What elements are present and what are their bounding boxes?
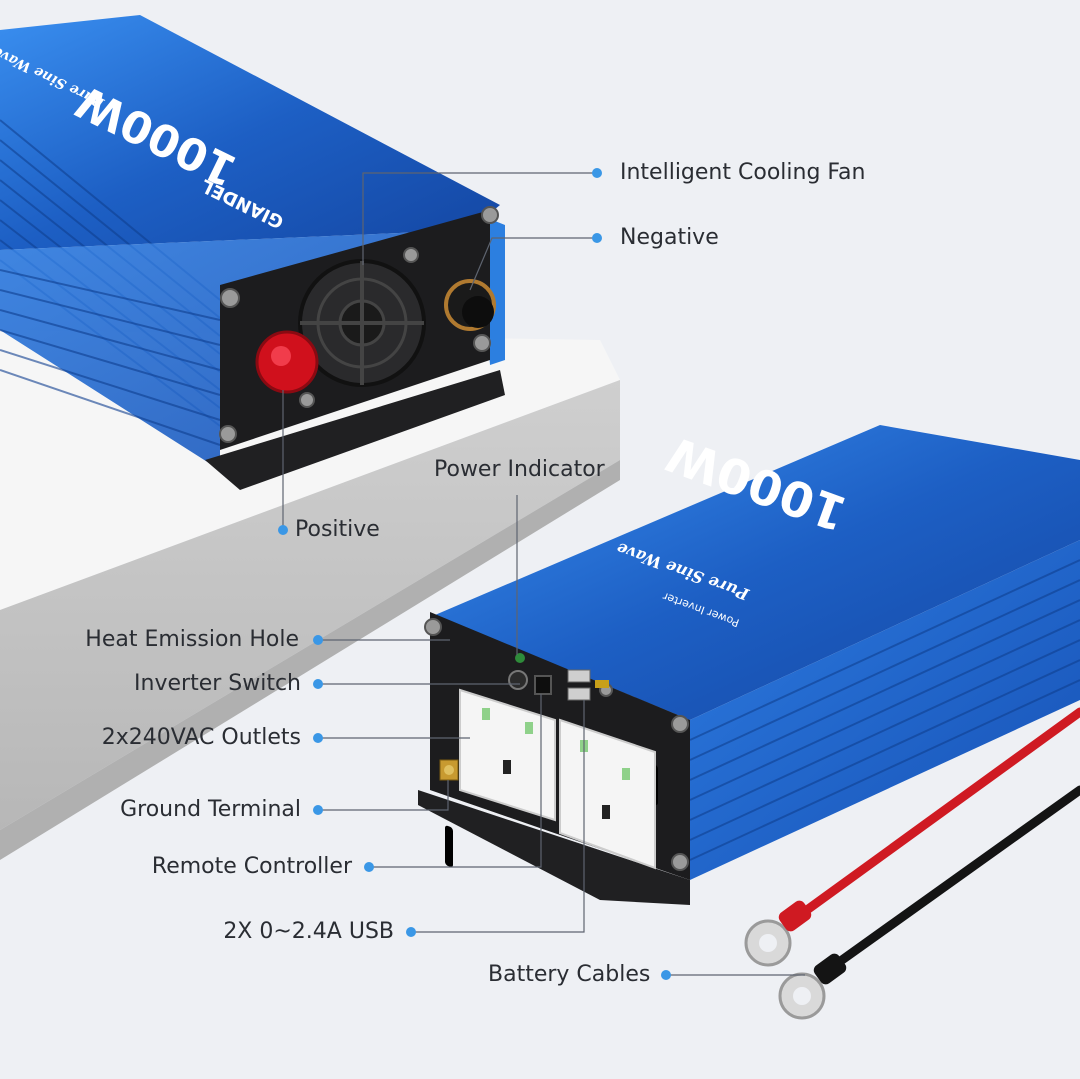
callout-inverter-switch: Inverter Switch xyxy=(134,671,301,696)
callout-battery-cables: Battery Cables xyxy=(488,962,651,987)
callout-heat-emission-hole: Heat Emission Hole xyxy=(85,627,299,652)
remote-port xyxy=(534,675,552,695)
callout-ground-terminal: Ground Terminal xyxy=(120,797,301,822)
fan-icon xyxy=(298,259,426,387)
battery-cables xyxy=(744,707,1080,1020)
ground-terminal xyxy=(439,759,459,781)
callout-power-indicator: Power Indicator xyxy=(434,457,605,482)
callout-outlets: 2x240VAC Outlets xyxy=(101,725,301,750)
callout-positive: Positive xyxy=(295,517,380,542)
negative-terminal xyxy=(444,279,496,331)
callout-remote-controller: Remote Controller xyxy=(151,854,352,879)
positive-terminal xyxy=(255,330,319,394)
usb-port-icon xyxy=(567,669,609,701)
ring-terminal-icon xyxy=(744,900,847,1020)
callout-cooling-fan: Intelligent Cooling Fan xyxy=(620,160,866,185)
callout-dots xyxy=(278,168,671,980)
callout-negative: Negative xyxy=(620,225,719,250)
callout-usb: 2X 0~2.4A USB xyxy=(223,919,394,944)
top-inverter: 1000W GIANDEL Pure Sine Wave xyxy=(0,15,505,490)
